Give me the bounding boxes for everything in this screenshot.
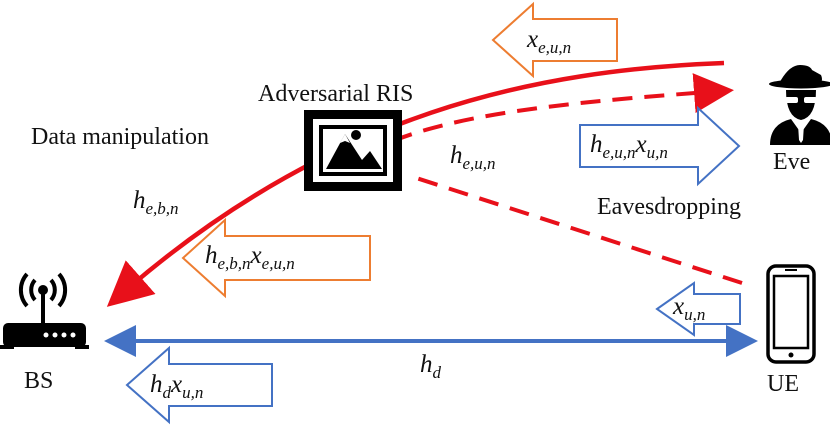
manipulation-link xyxy=(106,60,725,307)
signal-label-h-d-x-u-n: hdxu,n xyxy=(150,371,203,402)
signal-arrow-h-e-b-n-x-e-u-n xyxy=(181,217,371,299)
eve-spy-icon xyxy=(769,65,830,145)
eve-label: Eve xyxy=(773,149,810,175)
signal-arrow-h-d-x-u-n xyxy=(125,345,273,425)
data-manipulation-label: Data manipulation xyxy=(31,124,209,150)
eavesdropping-label: Eavesdropping xyxy=(597,194,741,220)
ue-phone-icon xyxy=(766,264,816,364)
signal-label-x-e-u-n: xe,u,n xyxy=(526,26,571,57)
signal-label-h-e-u-n-x-u-n: he,u,nxu,n xyxy=(590,131,668,162)
ue-label: UE xyxy=(767,371,799,397)
signal-label-x-u-n: xu,n xyxy=(672,293,705,324)
bs-router-icon xyxy=(0,272,89,349)
ris-icon xyxy=(304,110,402,191)
ris-to-eve-link xyxy=(392,73,734,143)
ue-to-ris-link xyxy=(406,173,743,285)
ris-label: Adversarial RIS xyxy=(258,81,413,107)
bs-label: BS xyxy=(24,368,53,394)
channel-label-h-d: hd xyxy=(420,351,442,382)
signal-arrow-x-e-u-n xyxy=(491,1,618,79)
channel-label-h-e-b-n: he,b,n xyxy=(133,187,179,218)
signal-label-h-e-b-n-x-e-u-n: he,b,nxe,u,n xyxy=(205,242,295,273)
signal-arrow-h-e-u-n-x-u-n xyxy=(579,105,741,187)
channel-label-h-e-u-n: he,u,n xyxy=(450,142,496,173)
signal-arrow-x-u-n xyxy=(655,281,741,337)
